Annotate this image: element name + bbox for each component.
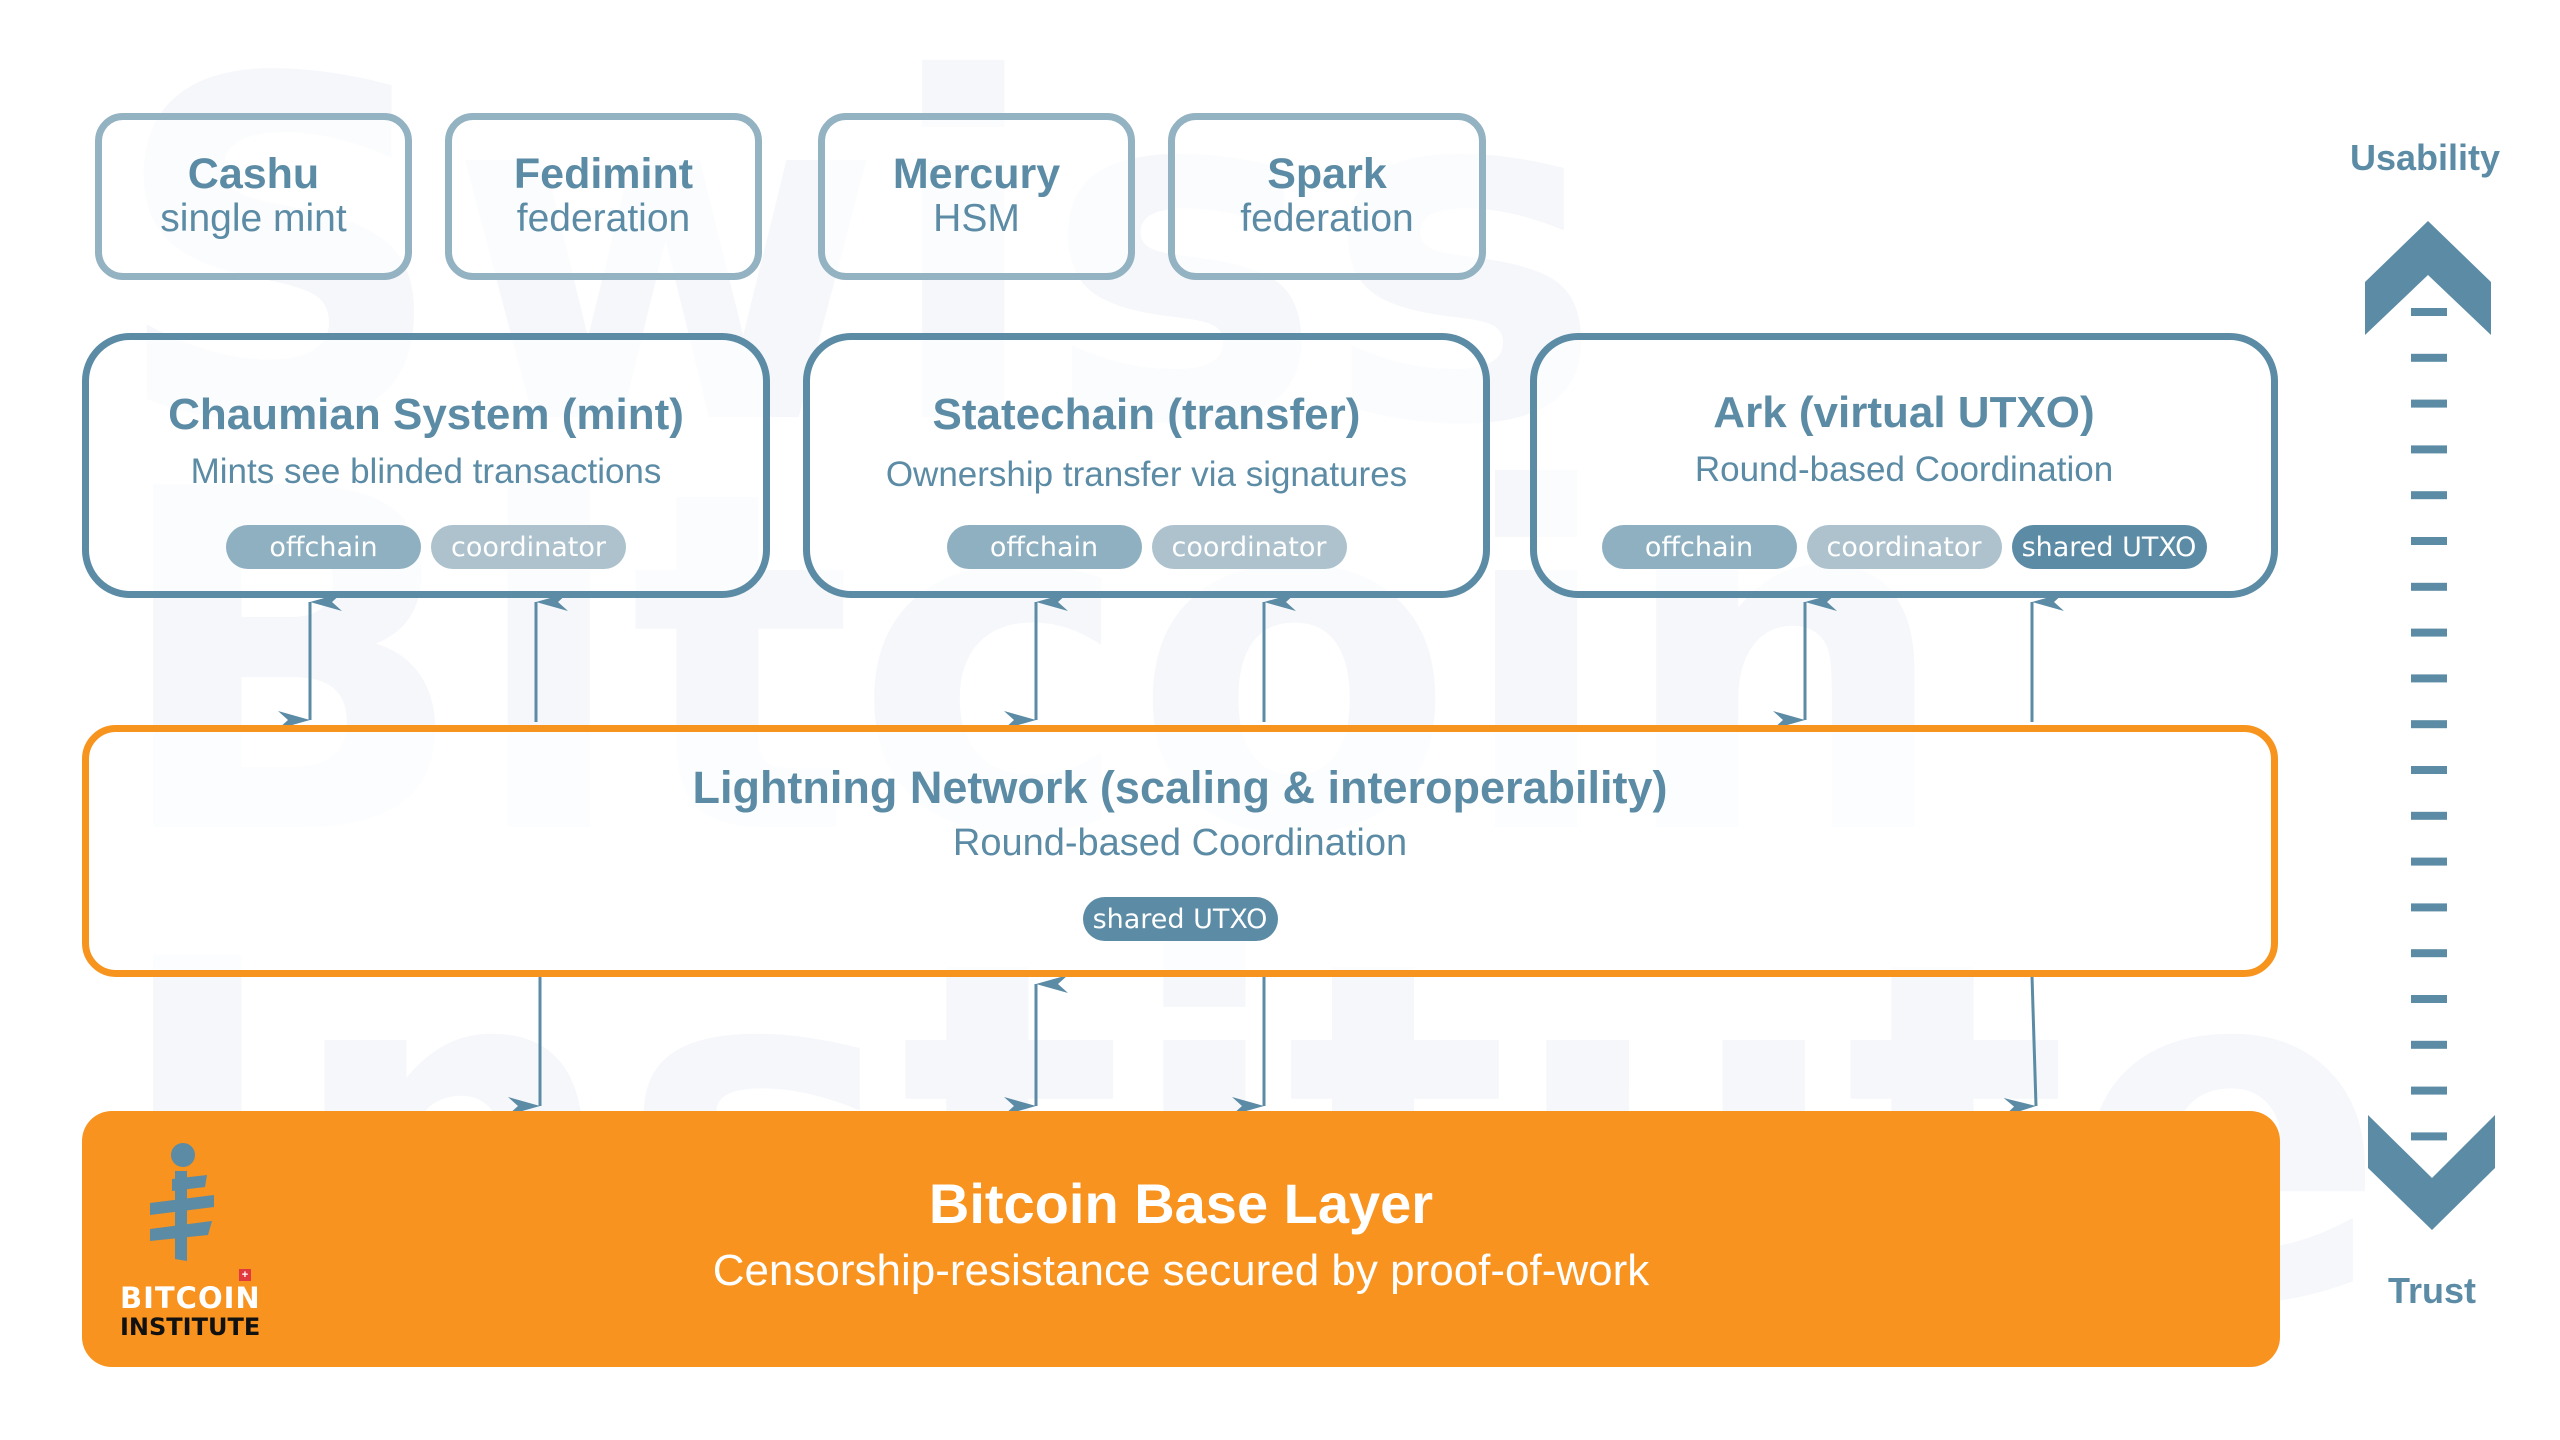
usability-label: Usability bbox=[2350, 137, 2501, 178]
scale-tick bbox=[2411, 445, 2447, 454]
scale-tick bbox=[2411, 399, 2447, 408]
chaumian-box: Chaumian System (mint) Mints see blinded… bbox=[82, 333, 770, 598]
tag-coordinator: coordinator bbox=[1151, 525, 1347, 569]
ark-tags: offchain coordinator shared UTXO bbox=[1537, 525, 2271, 569]
bitcoin-institute-logo: + BITCOIN INSTITUTE bbox=[112, 1141, 262, 1341]
tag-offchain: offchain bbox=[946, 525, 1142, 569]
lightning-title: Lightning Network (scaling & interoperab… bbox=[692, 762, 1668, 813]
mercury-box: Mercury HSM bbox=[818, 113, 1135, 280]
tag-shared-utxo: shared UTXO bbox=[2011, 525, 2207, 569]
scale-tick bbox=[2411, 1086, 2447, 1095]
scale-tick bbox=[2411, 491, 2447, 500]
chevron-up-icon bbox=[2365, 221, 2491, 335]
chaumian-title: Chaumian System (mint) bbox=[168, 390, 684, 439]
ark-title: Ark (virtual UTXO) bbox=[1713, 388, 2095, 437]
scale-tick bbox=[2411, 995, 2447, 1003]
mercury-subtitle: HSM bbox=[933, 196, 1020, 240]
base-layer-subtitle: Censorship-resistance secured by proof-o… bbox=[712, 1246, 1650, 1295]
tag-offchain: offchain bbox=[1601, 525, 1797, 569]
spark-box: Spark federation bbox=[1168, 113, 1486, 280]
institute-logo-icon bbox=[150, 1143, 214, 1261]
cashu-title: Cashu bbox=[187, 150, 320, 199]
scale-tick bbox=[2411, 949, 2447, 958]
statechain-box: Statechain (transfer) Ownership transfer… bbox=[803, 333, 1490, 598]
scale-tick bbox=[2411, 674, 2447, 683]
scale-tick bbox=[2411, 1132, 2447, 1141]
lightning-tags: shared UTXO bbox=[89, 897, 2271, 941]
tag-coordinator: coordinator bbox=[431, 525, 626, 569]
bitcoin-base-layer: Bitcoin Base Layer Censorship-resistance… bbox=[82, 1111, 2280, 1367]
fedimint-subtitle: federation bbox=[516, 196, 691, 240]
fedimint-box: Fedimint federation bbox=[445, 113, 762, 280]
lightning-network-box: Lightning Network (scaling & interoperab… bbox=[82, 725, 2278, 977]
base-layer-title: Bitcoin Base Layer bbox=[928, 1172, 1434, 1235]
scale-tick bbox=[2411, 766, 2447, 774]
swiss-flag-icon: + bbox=[239, 1269, 251, 1281]
scale-tick bbox=[2411, 537, 2447, 545]
scale-tick bbox=[2411, 720, 2447, 729]
scale-ticks bbox=[2411, 308, 2447, 1141]
fedimint-title: Fedimint bbox=[513, 150, 694, 199]
scale-tick bbox=[2411, 811, 2447, 820]
ark-subtitle: Round-based Coordination bbox=[1694, 450, 2114, 489]
trust-label: Trust bbox=[2388, 1270, 2477, 1311]
statechain-title: Statechain (transfer) bbox=[932, 390, 1361, 439]
scale-tick bbox=[2411, 857, 2447, 866]
spark-subtitle: federation bbox=[1240, 196, 1414, 240]
scale-tick bbox=[2411, 353, 2447, 362]
spark-title: Spark bbox=[1267, 150, 1387, 199]
tag-offchain: offchain bbox=[226, 525, 421, 569]
logo-line-institute: INSTITUTE bbox=[120, 1313, 261, 1341]
statechain-subtitle: Ownership transfer via signatures bbox=[885, 455, 1408, 494]
ark-box: Ark (virtual UTXO) Round-based Coordinat… bbox=[1530, 333, 2278, 598]
scale-tick bbox=[2411, 582, 2447, 591]
scale-tick bbox=[2411, 1040, 2447, 1049]
arrow-ark-to-base bbox=[2003, 975, 2038, 1116]
scale-tick bbox=[2411, 903, 2447, 912]
logo-line-bitcoin: BITCOIN bbox=[120, 1281, 261, 1315]
statechain-tags: offchain coordinator bbox=[810, 525, 1483, 569]
chaumian-subtitle: Mints see blinded transactions bbox=[190, 452, 662, 491]
mercury-title: Mercury bbox=[892, 150, 1061, 199]
lightning-subtitle: Round-based Coordination bbox=[952, 822, 1408, 864]
scale-tick bbox=[2411, 308, 2447, 316]
tag-coordinator: coordinator bbox=[1806, 525, 2002, 569]
cashu-box: Cashu single mint bbox=[95, 113, 412, 280]
cashu-subtitle: single mint bbox=[160, 196, 347, 240]
usability-trust-scale bbox=[2365, 221, 2495, 1230]
tag-shared-utxo: shared UTXO bbox=[1082, 897, 1278, 941]
chaumian-tags: offchain coordinator bbox=[89, 525, 763, 569]
chevron-down-icon bbox=[2368, 1115, 2495, 1230]
scale-tick bbox=[2411, 628, 2447, 637]
